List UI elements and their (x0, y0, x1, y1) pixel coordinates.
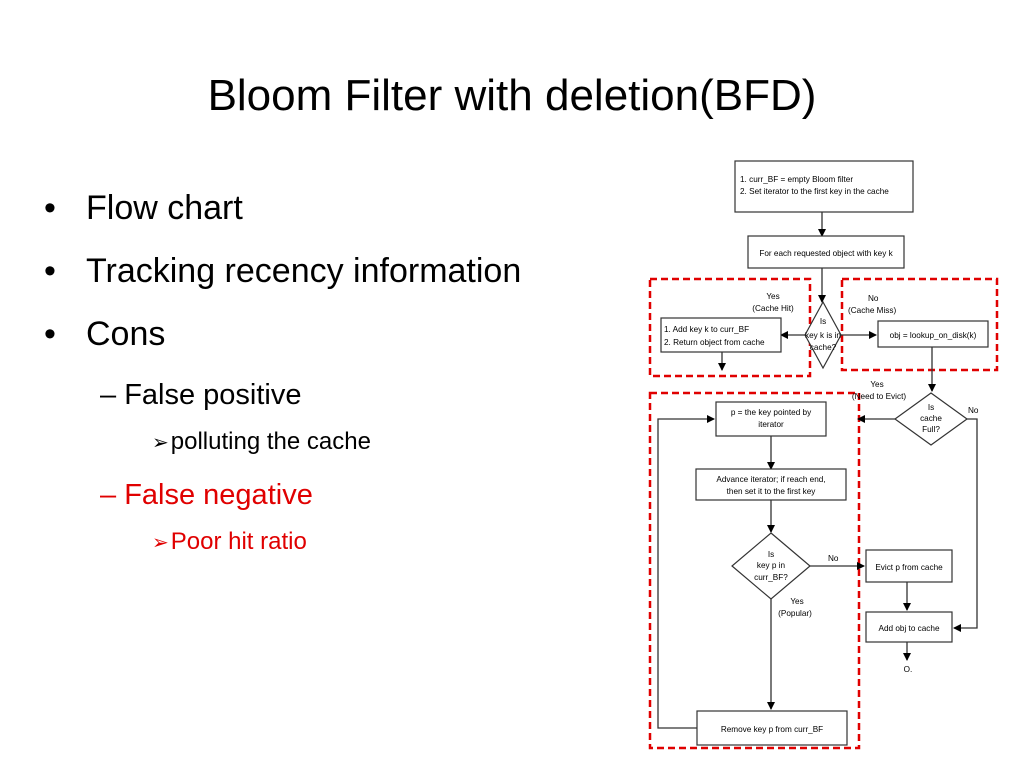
node-remove-box (696, 710, 848, 746)
init-line-2: 2. Set iterator to the first key in the … (740, 187, 889, 196)
sub-bullet-label: False positive (124, 379, 302, 411)
node-inbf-diamond (731, 532, 811, 600)
sub-bullet-false-negative: – False negative (100, 477, 640, 513)
inbf-line-3: curr_BF? (754, 573, 788, 582)
advance-line-2: then set it to the first key (727, 487, 817, 496)
incache-line-1: Is (820, 317, 826, 326)
evict-label: Evict p from cache (875, 563, 943, 572)
node-full-diamond (893, 392, 969, 446)
inbf-line-1: Is (768, 550, 774, 559)
bullet-label: Cons (86, 315, 166, 353)
incache-line-3: cache? (810, 343, 837, 352)
miss-region-highlight (840, 277, 999, 372)
bullet-dot: • (44, 252, 56, 290)
add-label: Add obj to cache (879, 624, 940, 633)
each-label: For each requested object with key k (759, 249, 893, 258)
full-line-3: Full? (922, 425, 940, 434)
yes-hit-label-1: Yes (766, 292, 779, 301)
no-miss-label-2: (Cache Miss) (848, 306, 896, 315)
edge-full-no (953, 418, 978, 632)
node-lookup-box (877, 320, 989, 348)
end-mark: O. (904, 665, 913, 674)
node-each-box (747, 235, 905, 269)
advance-line-1: Advance iterator; if reach end, (716, 475, 825, 484)
no-miss-label-1: No (868, 294, 879, 303)
hit-region-highlight (648, 277, 812, 378)
yes-popular-label-1: Yes (790, 597, 803, 606)
init-line-1: 1. curr_BF = empty Bloom filter (740, 175, 853, 184)
bullet-label: Tracking recency information (86, 252, 522, 290)
sub-sub-bullet-label: Poor hit ratio (170, 528, 307, 555)
edge-loop-back (657, 415, 715, 729)
dash-glyph: – (100, 479, 117, 511)
slide-title: Bloom Filter with deletion(BFD) (207, 71, 817, 120)
node-p-box (715, 401, 827, 437)
yes-popular-label-2: (Popular) (778, 609, 812, 618)
bullet-flow-chart: • Flow chart (40, 188, 640, 228)
full-line-2: cache (920, 414, 942, 423)
node-add-box (865, 611, 953, 643)
yes-hit-label-2: (Cache Hit) (752, 304, 794, 313)
no-full-label: No (968, 406, 979, 415)
sub-sub-bullet-poor-hit: ➢Poor hit ratio (152, 527, 640, 557)
yes-evict-label-2: (Need to Evict) (852, 392, 906, 401)
bullet-list: • Flow chart • Tracking recency informat… (40, 188, 640, 577)
arrow-bullet-icon: ➢ (152, 532, 169, 554)
arrow-bullet-icon: ➢ (152, 432, 169, 454)
sub-bullet-label: False negative (124, 479, 313, 511)
no-inbf-label: No (828, 554, 839, 563)
sub-sub-bullet-label: polluting the cache (170, 428, 371, 455)
bullet-dot: • (44, 189, 56, 227)
incache-line-2: key k is in (805, 331, 841, 340)
node-incache-diamond (804, 300, 842, 370)
inbf-line-2: key p in (757, 561, 786, 570)
dash-glyph: – (100, 379, 117, 411)
bullet-dot: • (44, 315, 56, 353)
lookup-label: obj = lookup_on_disk(k) (890, 331, 977, 340)
sub-sub-bullet-polluting: ➢polluting the cache (152, 427, 640, 457)
hit-line-2: 2. Return object from cache (664, 338, 765, 347)
node-evict-box (865, 549, 953, 583)
p-line-1: p = the key pointed by (731, 408, 812, 417)
node-hit-box (660, 317, 782, 353)
remove-label: Remove key p from curr_BF (721, 725, 823, 734)
node-advance-box (695, 468, 847, 501)
node-init-box (734, 160, 914, 213)
hit-line-1: 1. Add key k to curr_BF (664, 325, 749, 334)
yes-evict-label-1: Yes (870, 380, 883, 389)
p-line-2: iterator (758, 420, 784, 429)
bullet-tracking-recency: • Tracking recency information (40, 251, 640, 291)
bullet-cons: • Cons (40, 314, 640, 354)
eviction-region-highlight (648, 391, 861, 750)
sub-bullet-false-positive: – False positive (100, 377, 640, 413)
bullet-label: Flow chart (86, 189, 243, 227)
full-line-1: Is (928, 403, 934, 412)
